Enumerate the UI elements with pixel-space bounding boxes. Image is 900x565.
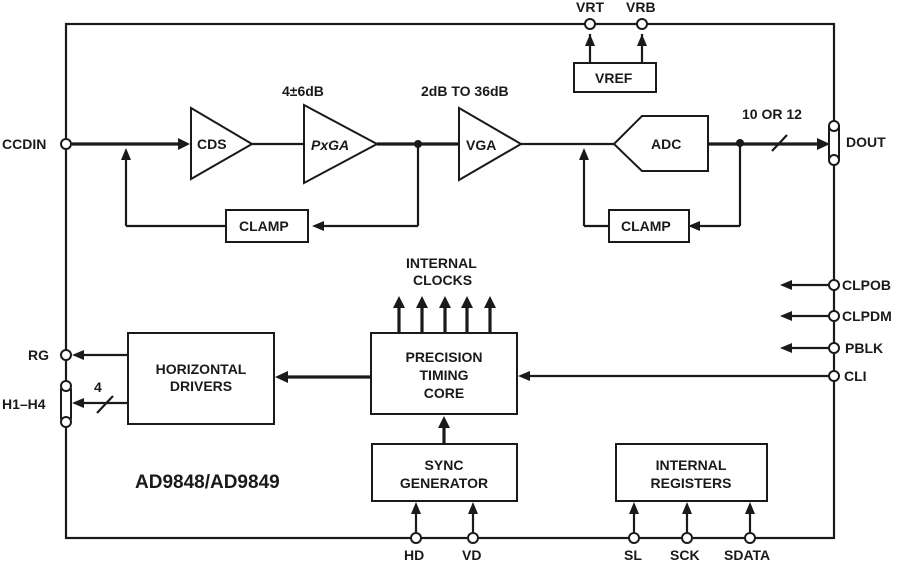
arrow-vd-to-sync [468,502,478,514]
arrow-to-clamp2 [688,221,700,231]
clamp2-label: CLAMP [621,218,671,234]
hd-pin [410,532,422,544]
sdata-pin [744,532,756,544]
arrow-clpob [780,280,792,290]
registers-label-line2: REGISTERS [651,475,732,491]
sync-generator-block [371,443,518,502]
dout-pin-top [828,120,840,132]
hdrivers-label-line1: HORIZONTAL [156,361,247,377]
timing-core-label-line2: TIMING [420,367,469,383]
internal-clock-arrows [393,296,496,333]
internal-registers-block [615,443,768,502]
h1h4-pin-label: H1–H4 [2,396,46,412]
vd-pin-label: VD [462,547,481,563]
cds-label: CDS [197,136,227,152]
dout-pin-label: DOUT [846,134,886,150]
arrow-to-horizontal-drivers [275,371,288,383]
arrow-sdata-to-registers [745,502,755,514]
vrt-pin-label: VRT [576,0,604,15]
arrow-to-dout [817,138,830,150]
internal-clocks-label-line2: CLOCKS [413,272,472,288]
vga-amplifier [458,106,523,182]
sl-pin [628,532,640,544]
arrow-sl-to-registers [629,502,639,514]
clock-arrowhead [416,296,428,308]
arrow-to-vrb [637,34,647,46]
clock-arrowhead [393,296,405,308]
sl-pin-label: SL [624,547,642,563]
arrow-clamp2-to-signal [579,148,589,160]
arrow-to-h1h4 [72,398,84,408]
ccdin-pin-label: CCDIN [2,136,46,152]
timing-core-label-line3: CORE [424,385,464,401]
dout-bits-label: 10 OR 12 [742,106,802,122]
sync-gen-label-line2: GENERATOR [400,475,488,491]
vga-label: VGA [466,137,496,153]
chip-title: AD9848/AD9849 [135,472,280,493]
precision-timing-core-block [370,332,518,415]
arrow-pblk [780,343,792,353]
arrow-clpdm [780,311,792,321]
arrow-to-rg [72,350,84,360]
sck-pin-label: SCK [670,547,700,563]
clpdm-pin-label: CLPDM [842,308,892,324]
pblk-pin [828,342,840,354]
junction-dot [736,139,744,147]
pxga-label: PxGA [311,137,349,153]
hd-pin-label: HD [404,547,424,563]
pxga-gain-label: 4±6dB [282,83,324,99]
arrow-to-timing-core [518,371,530,381]
bus-slash [771,134,788,152]
arrow-clamp1-to-signal [121,148,131,160]
h1h4-pin-top [60,380,72,392]
cli-pin-label: CLI [844,368,867,384]
ccdin-pin [60,138,72,150]
cli-pin [828,370,840,382]
vref-block [573,62,657,93]
rg-pin [60,349,72,361]
rg-pin-label: RG [28,347,49,363]
sync-gen-label-line1: SYNC [425,457,464,473]
adc-label: ADC [651,136,681,152]
clpob-pin-label: CLPOB [842,277,891,293]
arrow-to-vrt [585,34,595,46]
arrow-to-cds [178,138,190,150]
clamp1-label: CLAMP [239,218,289,234]
internal-clocks-label-line1: INTERNAL [406,255,477,271]
arrow-sck-to-registers [682,502,692,514]
vd-pin [467,532,479,544]
clock-arrowhead [484,296,496,308]
sck-pin [681,532,693,544]
clpdm-pin [828,310,840,322]
cds-amplifier [190,106,254,181]
bus-slash [96,395,114,414]
pblk-pin-label: PBLK [845,340,883,356]
clock-arrowhead [439,296,451,308]
dout-pin-bottom [828,154,840,166]
timing-core-label-line1: PRECISION [405,349,482,365]
vref-label: VREF [595,70,633,86]
clock-arrowhead [461,296,473,308]
registers-label-line1: INTERNAL [656,457,727,473]
horizontal-drivers-block [127,332,275,425]
h-bus-width-label: 4 [94,379,102,395]
vrt-pin [584,18,596,30]
clamp1-block [225,209,309,243]
arrow-to-clamp1 [312,221,324,231]
vrb-pin-label: VRB [626,0,656,15]
pxga-amplifier [303,103,380,185]
h1h4-pin-bottom [60,416,72,428]
hdrivers-label-line2: DRIVERS [170,378,232,394]
arrow-to-timing-core-from-sync [438,416,450,428]
clpob-pin [828,279,840,291]
vrb-pin [636,18,648,30]
arrow-hd-to-sync [411,502,421,514]
vga-gain-label: 2dB TO 36dB [421,83,509,99]
sdata-pin-label: SDATA [724,547,770,563]
